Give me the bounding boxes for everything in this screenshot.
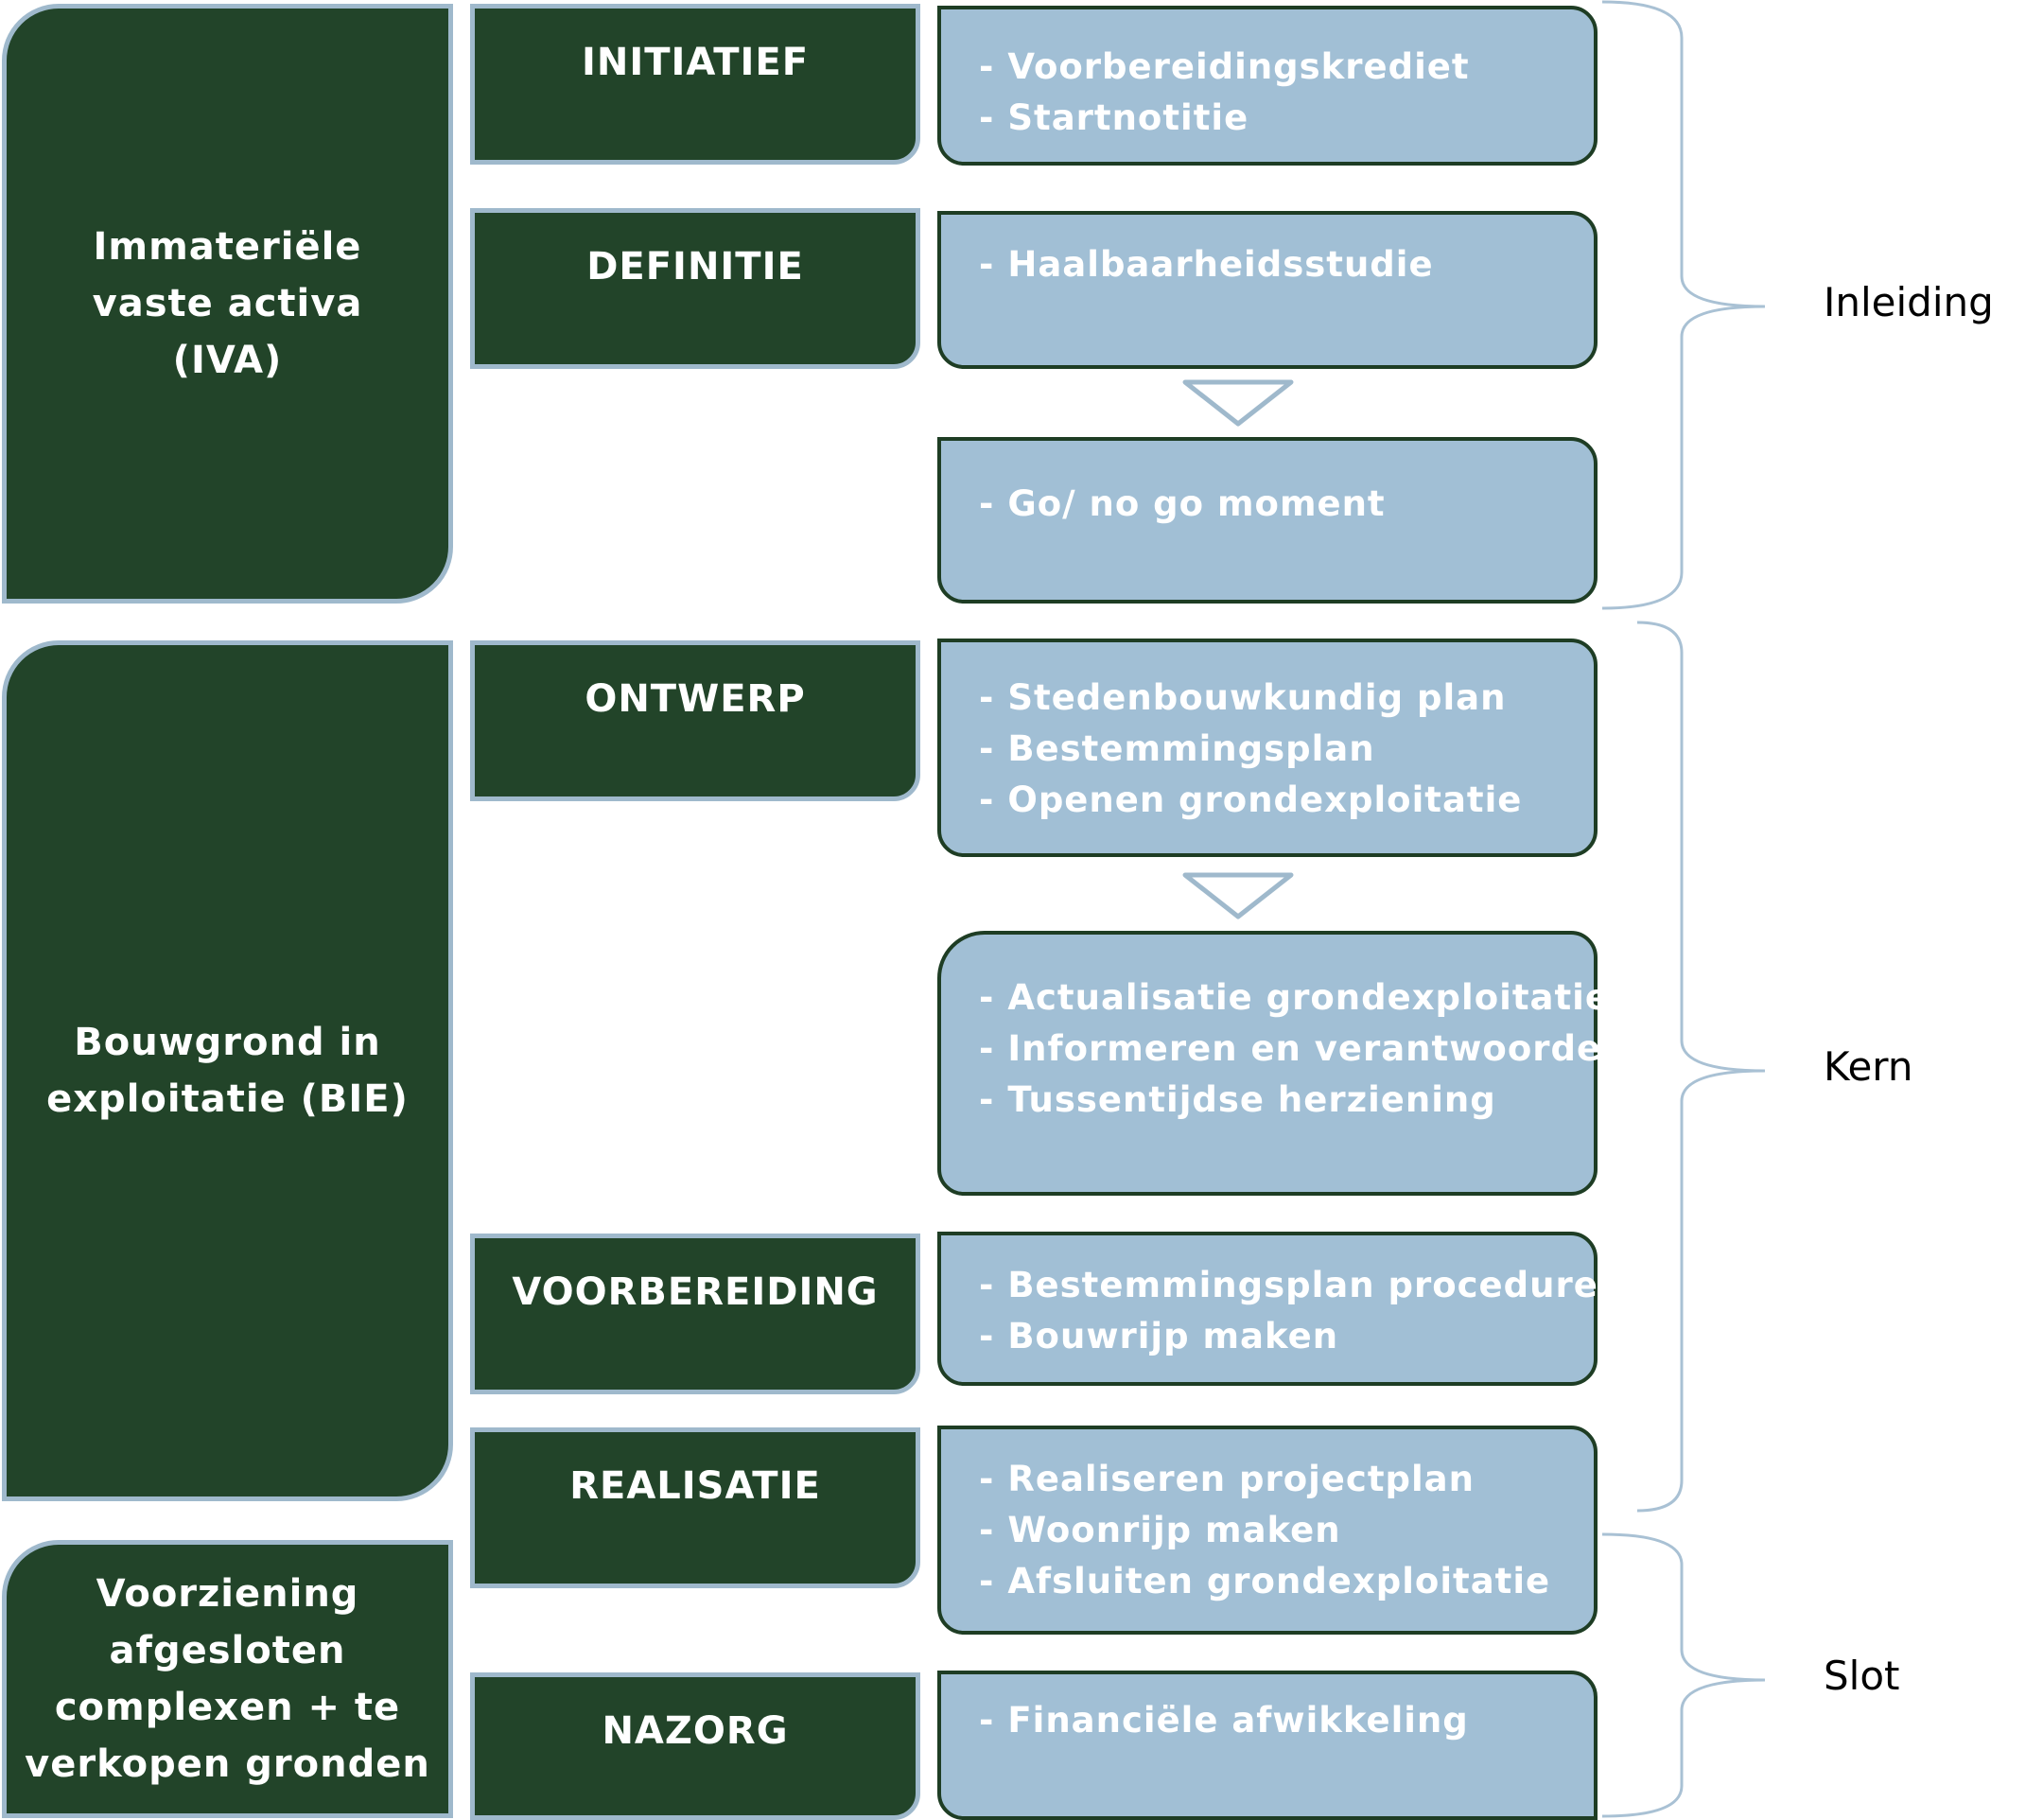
activity-box-actualisatie: -Actualisatie grondexploitatie -Informer… bbox=[937, 931, 1628, 1196]
activity-box-nazorg: -Financiële afwikkeling bbox=[937, 1671, 1598, 1820]
activity-item: -Realiseren projectplan bbox=[979, 1459, 1475, 1499]
activity-box-realisatie: -Realiseren projectplan -Woonrijp maken … bbox=[937, 1426, 1598, 1635]
brace-label-slot: Slot bbox=[1824, 1653, 1900, 1699]
brace-kern bbox=[1636, 621, 1766, 1513]
phase-initiatief: INITIATIEF bbox=[470, 4, 920, 165]
down-arrow-icon bbox=[1182, 872, 1294, 919]
brace-slot bbox=[1601, 1532, 1766, 1818]
activity-item: -Openen grondexploitatie bbox=[979, 779, 1523, 820]
category-voorziening: Voorziening afgesloten complexen + te ve… bbox=[2, 1540, 453, 1818]
brace-label-inleiding: Inleiding bbox=[1824, 279, 1994, 325]
activity-item: -Stedenbouwkundig plan bbox=[979, 677, 1507, 718]
down-arrow-icon bbox=[1182, 379, 1294, 427]
phase-nazorg: NAZORG bbox=[470, 1672, 920, 1820]
activity-item: -Woonrijp maken bbox=[979, 1510, 1341, 1550]
activity-item: -Bestemmingsplan bbox=[979, 728, 1375, 769]
category-iva: Immateriële vaste activa (IVA) bbox=[2, 4, 453, 604]
activity-item: -Actualisatie grondexploitatie bbox=[979, 977, 1610, 1018]
activity-item: -Afsluiten grondexploitatie bbox=[979, 1561, 1551, 1601]
phase-definitie: DEFINITIE bbox=[470, 208, 920, 369]
phase-realisatie: REALISATIE bbox=[470, 1427, 920, 1588]
activity-box-voorbereiding: -Bestemmingsplan procedure -Bouwrijp mak… bbox=[937, 1232, 1598, 1386]
activity-box-definitie: -Haalbaarheidsstudie bbox=[937, 211, 1598, 369]
activity-item: -Bouwrijp maken bbox=[979, 1316, 1339, 1356]
phase-ontwerp: ONTWERP bbox=[470, 640, 920, 801]
activity-item: -Go/ no go moment bbox=[979, 483, 1386, 524]
phase-voorbereiding: VOORBEREIDING bbox=[470, 1234, 920, 1394]
activity-item: -Informeren en verantwoorden bbox=[979, 1028, 1628, 1069]
brace-inleiding bbox=[1601, 0, 1766, 610]
activity-box-initiatief: -Voorbereidingskrediet -Startnotitie bbox=[937, 6, 1598, 166]
activity-item: -Tussentijdse herziening bbox=[979, 1079, 1496, 1120]
activity-box-ontwerp: -Stedenbouwkundig plan -Bestemmingsplan … bbox=[937, 639, 1598, 857]
category-bie: Bouwgrond in exploitatie (BIE) bbox=[2, 640, 453, 1501]
activity-item: -Voorbereidingskrediet bbox=[979, 46, 1470, 87]
activity-item: -Startnotitie bbox=[979, 97, 1249, 138]
brace-label-kern: Kern bbox=[1824, 1043, 1913, 1090]
activity-item: -Haalbaarheidsstudie bbox=[979, 244, 1434, 285]
activity-box-go-no-go: -Go/ no go moment bbox=[937, 437, 1598, 604]
activity-item: -Bestemmingsplan procedure bbox=[979, 1265, 1598, 1305]
activity-item: -Financiële afwikkeling bbox=[979, 1700, 1469, 1741]
